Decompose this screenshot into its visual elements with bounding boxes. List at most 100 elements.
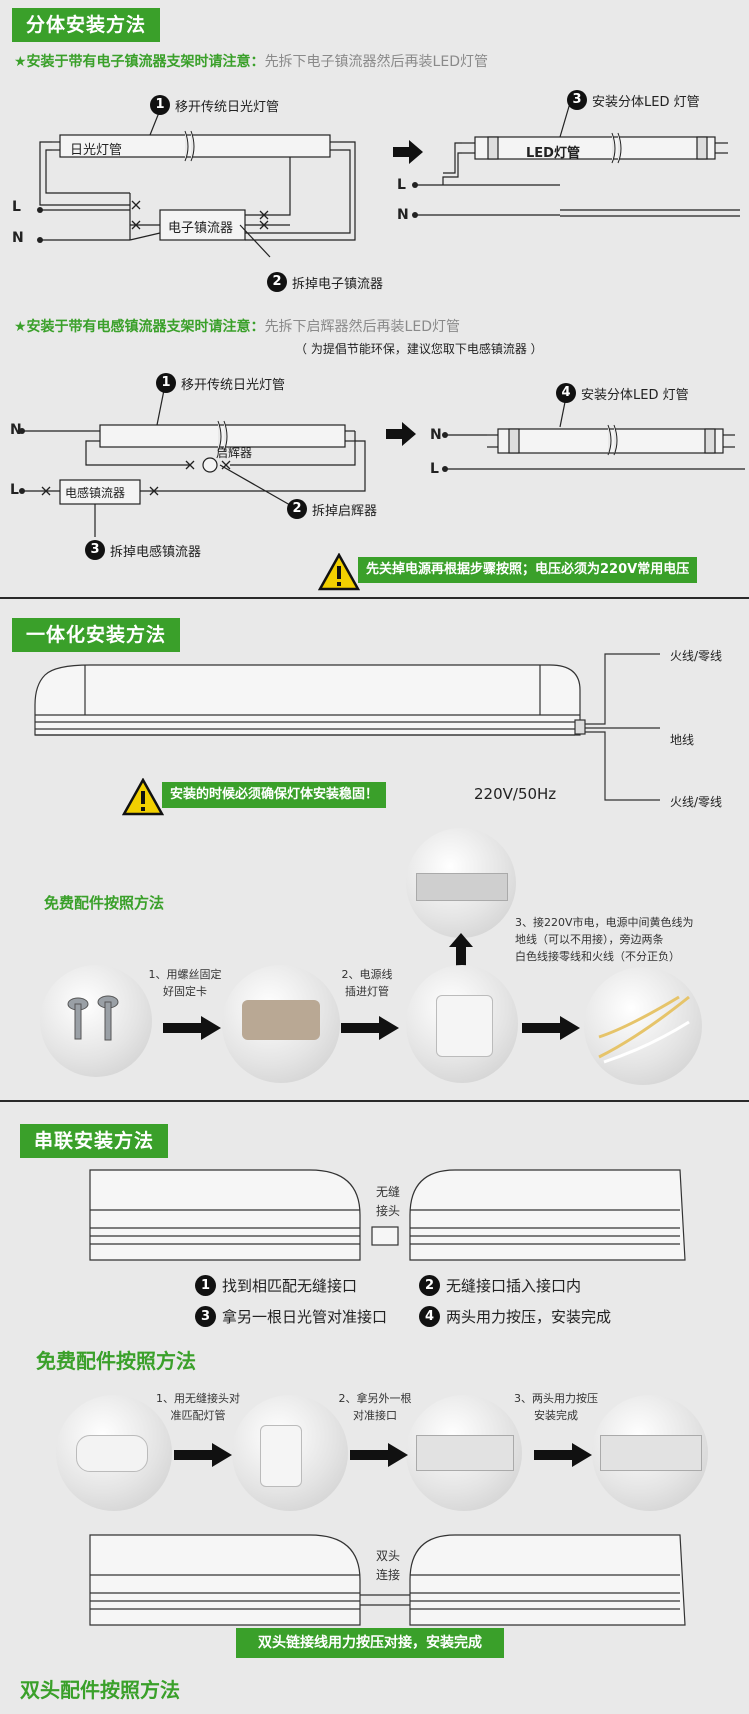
step-number-2: 2 [267, 272, 287, 292]
d1-step3: 3 安装分体LED 灯管 [567, 90, 700, 110]
neutral-label-2: N [10, 422, 22, 438]
screws-photo [40, 965, 152, 1077]
section-divider [0, 597, 749, 599]
pressed-photo [592, 1395, 708, 1511]
warning-icon [318, 553, 360, 591]
step-text: 拆掉电感镇流器 [110, 544, 202, 560]
step-number-2: 2 [419, 1275, 440, 1296]
inductive-ballast-label: 电感镇流器 [65, 486, 126, 500]
right-arrow-icon [534, 1443, 592, 1467]
connector-photo [406, 965, 518, 1083]
step-text: 找到相匹配无缝接口 [222, 1277, 358, 1295]
split-install-heading: 分体安装方法 [12, 8, 161, 42]
right-arrow-icon [174, 1443, 232, 1467]
series-photo-step3-text: 3、两头用力按压 安装完成 [514, 1392, 598, 1422]
electronic-ballast-note: ★安装于带有电子镇流器支架时请注意：先拆下电子镇流器然后再装LED灯管 [14, 51, 488, 71]
double-accessory-title: 双头配件按照方法 [20, 1678, 180, 1702]
right-arrow-icon [341, 1016, 399, 1040]
double-connect-banner: 双头链接线用力按压对接，安装完成 [236, 1628, 504, 1658]
integrated-install-heading: 一体化安装方法 [12, 618, 181, 652]
step-text: 拿另一根日光管对准接口 [222, 1308, 388, 1326]
series-step-1: 1 找到相匹配无缝接口 [195, 1275, 357, 1296]
series-step-2: 2 无缝接口插入接口内 [419, 1275, 581, 1296]
inductive-ballast-note: ★安装于带有电感镇流器支架时请注意：先拆下启辉器然后再装LED灯管 [14, 316, 460, 336]
clip-photo [222, 965, 340, 1083]
step-number-3: 3 [85, 540, 105, 560]
d1-step2: 2 拆掉电子镇流器 [267, 272, 383, 292]
integrated-step3-text: 3、接220V市电，电源中间黄色线为 地线（可以不用接），旁边两条 白色线接零线… [515, 916, 694, 963]
section-divider [0, 1100, 749, 1102]
step-text: 拆掉电子镇流器 [292, 276, 384, 292]
seamless-joint-label: 无缝 接头 [375, 1185, 400, 1218]
step-number-3: 3 [195, 1306, 216, 1327]
led-tube-label: LED灯管 [526, 146, 580, 161]
series-install-heading: 串联安装方法 [20, 1124, 169, 1158]
double-connector-diagram [89, 1534, 686, 1626]
d2-step1: 1 移开传统日光灯管 [156, 373, 285, 393]
energy-saving-hint: （ 为提倡节能环保，建议您取下电感镇流器 ） [295, 342, 543, 356]
right-arrow-icon [350, 1443, 408, 1467]
live-label: L [12, 199, 21, 215]
right-arrow-icon [386, 422, 416, 446]
step-text: 移开传统日光灯管 [181, 377, 286, 393]
joint-photo [56, 1395, 172, 1511]
step-text: 两头用力按压，安装完成 [446, 1308, 612, 1326]
d2-step4: 4 安装分体LED 灯管 [556, 383, 689, 403]
wire-ground: 地线 [670, 733, 695, 747]
joint-insert-photo [232, 1395, 348, 1511]
step-number-4: 4 [556, 383, 576, 403]
live-label-2: L [10, 482, 19, 498]
power-off-warning: 先关掉电源再根据步骤按照；电压必须为220V常用电压 [358, 557, 698, 583]
live-label-2r: L [430, 461, 439, 477]
accessory-title-1: 免费配件按照方法 [44, 894, 165, 912]
step-text: 安装分体LED 灯管 [592, 94, 700, 110]
d1-step1: 1 移开传统日光灯管 [150, 95, 279, 115]
note-grey-text: 先拆下启辉器然后再装LED灯管 [264, 319, 460, 335]
series-photo-step1-text: 1、用无缝接头对 准匹配灯管 [156, 1392, 240, 1422]
step-number-1: 1 [150, 95, 170, 115]
electronic-ballast-wiring-diagram [37, 102, 740, 258]
seamless-joint-diagram [89, 1169, 686, 1261]
voltage-label: 220V/50Hz [474, 785, 557, 803]
right-arrow-icon [393, 140, 423, 164]
series-photo-step2-text: 2、拿另外一根 对准接口 [338, 1392, 412, 1422]
warning-icon [122, 778, 164, 816]
align-photo [406, 1395, 522, 1511]
right-arrow-icon [522, 1016, 580, 1040]
d2-step3: 3 拆掉电感镇流器 [85, 540, 201, 560]
starter-label: 启辉器 [216, 446, 253, 460]
wire-live-neutral-bottom: 火线/零线 [670, 795, 723, 809]
step-text: 移开传统日光灯管 [175, 99, 280, 115]
double-connector-label: 双头 连接 [375, 1549, 400, 1582]
step-number-1: 1 [156, 373, 176, 393]
step-number-3: 3 [567, 90, 587, 110]
accessory-title-2: 免费配件按照方法 [36, 1349, 196, 1373]
neutral-label-2r: N [430, 427, 442, 443]
wires-photo [584, 967, 702, 1085]
integrated-step2-text: 2、电源线 插进灯管 [341, 968, 393, 998]
series-step-3: 3 拿另一根日光管对准接口 [195, 1306, 387, 1327]
step-number-4: 4 [419, 1306, 440, 1327]
step-text: 无缝接口插入接口内 [446, 1277, 582, 1295]
neutral-label: N [12, 230, 24, 246]
fixture-end-photo [406, 828, 516, 938]
neutral-label-right: N [397, 207, 409, 223]
stability-warning: 安装的时候必须确保灯体安装稳固！ [162, 782, 387, 808]
note-green-text: ★安装于带有电感镇流器支架时请注意： [14, 319, 265, 335]
note-grey-text: 先拆下电子镇流器然后再装LED灯管 [264, 54, 488, 70]
live-label-right: L [397, 177, 406, 193]
right-arrow-icon [163, 1016, 221, 1040]
inductive-ballast-wiring-diagram [18, 384, 745, 537]
d2-step2: 2 拆掉启辉器 [287, 499, 377, 519]
step-text: 安装分体LED 灯管 [581, 387, 689, 403]
step-number-1: 1 [195, 1275, 216, 1296]
series-step-4: 4 两头用力按压，安装完成 [419, 1306, 611, 1327]
step-number-2: 2 [287, 499, 307, 519]
wire-live-neutral-top: 火线/零线 [670, 649, 723, 663]
integrated-step1-text: 1、用螺丝固定 好固定卡 [148, 968, 222, 998]
ballast-label: 电子镇流器 [168, 221, 234, 236]
integrated-fixture-diagram [34, 653, 660, 801]
step-text: 拆掉启辉器 [312, 503, 378, 519]
up-arrow-icon [449, 933, 473, 969]
old-tube-shape [59, 134, 331, 158]
